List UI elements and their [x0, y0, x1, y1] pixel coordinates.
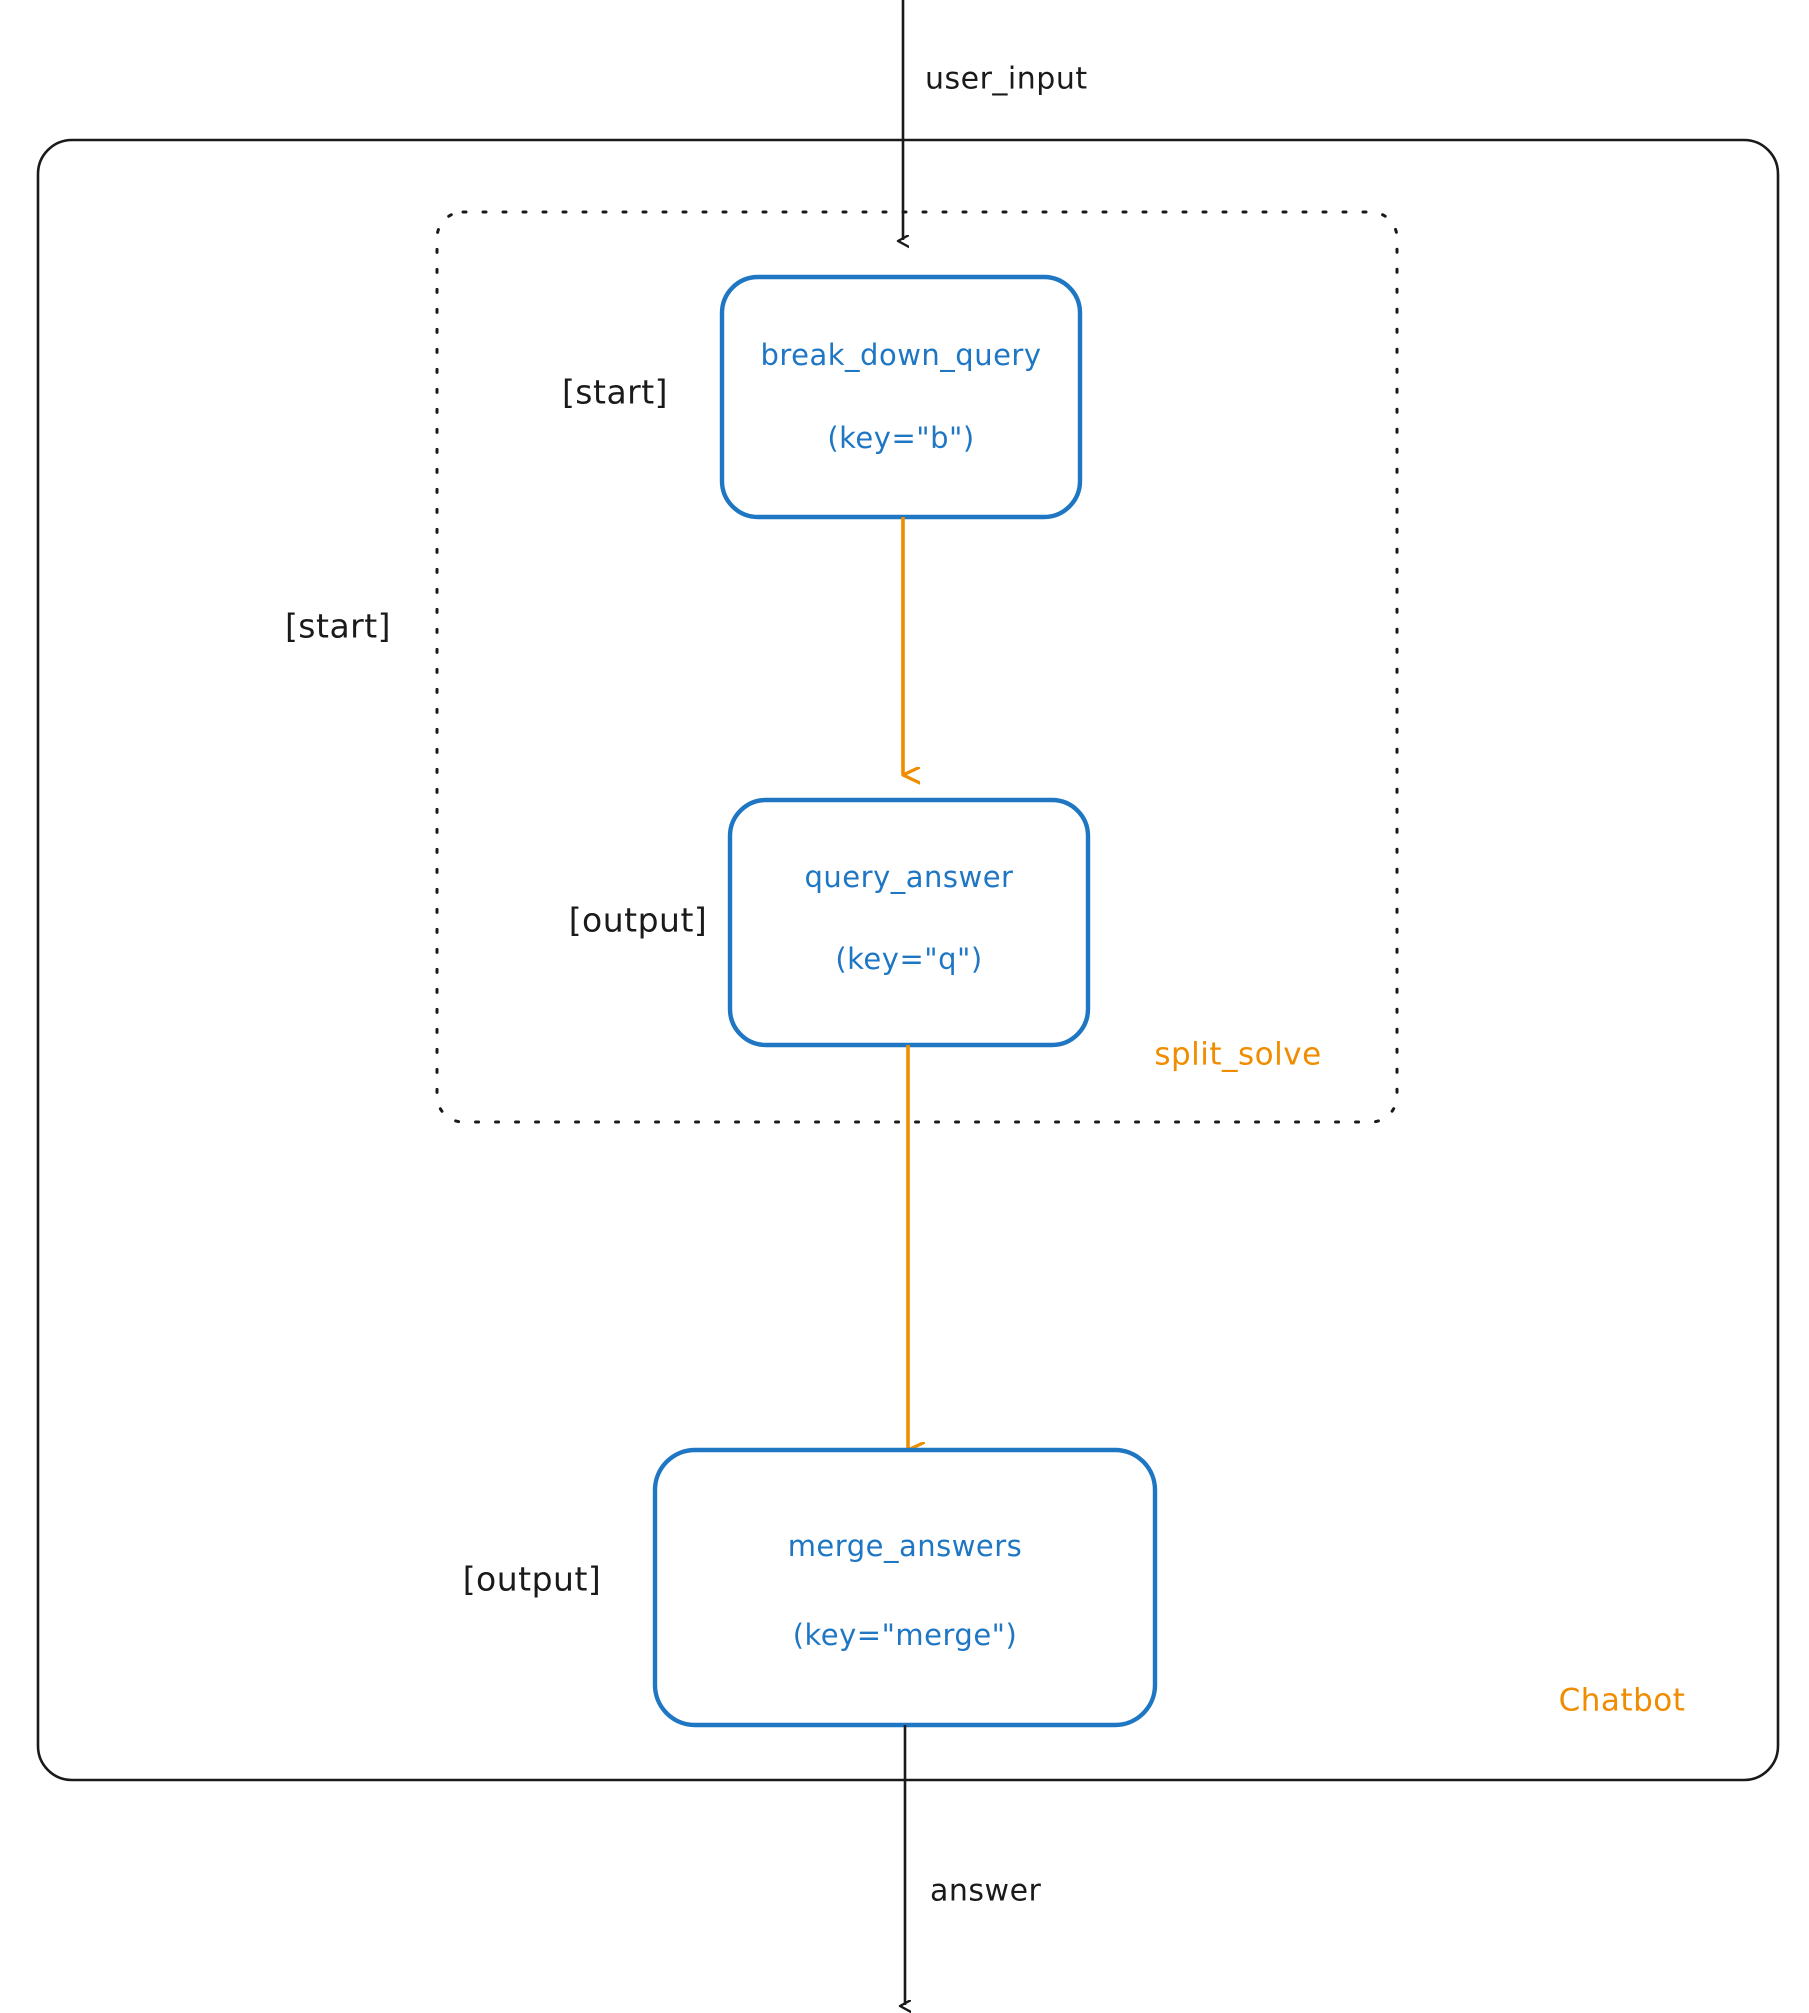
split-solve-container: [435, 210, 1399, 1124]
node-break-down-query[interactable]: [719, 274, 1083, 520]
node-break-down-query-key: (key="b"): [827, 421, 974, 455]
node-merge-answers[interactable]: [652, 1447, 1158, 1728]
node-break-down-query-label: break_down_query: [760, 338, 1041, 372]
node-break-down-query-role: [start]: [562, 373, 668, 412]
node-merge-answers-role: [output]: [463, 1560, 602, 1599]
chatbot-label: Chatbot: [1559, 1683, 1686, 1719]
split-solve-label: split_solve: [1154, 1037, 1321, 1073]
split-solve-role: [start]: [285, 607, 391, 646]
chatbot-container: [36, 138, 1780, 1782]
edge-label-user-input: user_input: [925, 62, 1088, 97]
node-merge-answers-key: (key="merge"): [793, 1618, 1018, 1652]
node-merge-answers-label: merge_answers: [788, 1529, 1023, 1563]
node-query-answer-key: (key="q"): [835, 942, 982, 976]
node-query-answer[interactable]: [727, 797, 1091, 1048]
edge-label-answer: answer: [930, 1874, 1042, 1909]
node-query-answer-role: [output]: [569, 901, 708, 940]
node-query-answer-label: query_answer: [805, 860, 1014, 894]
